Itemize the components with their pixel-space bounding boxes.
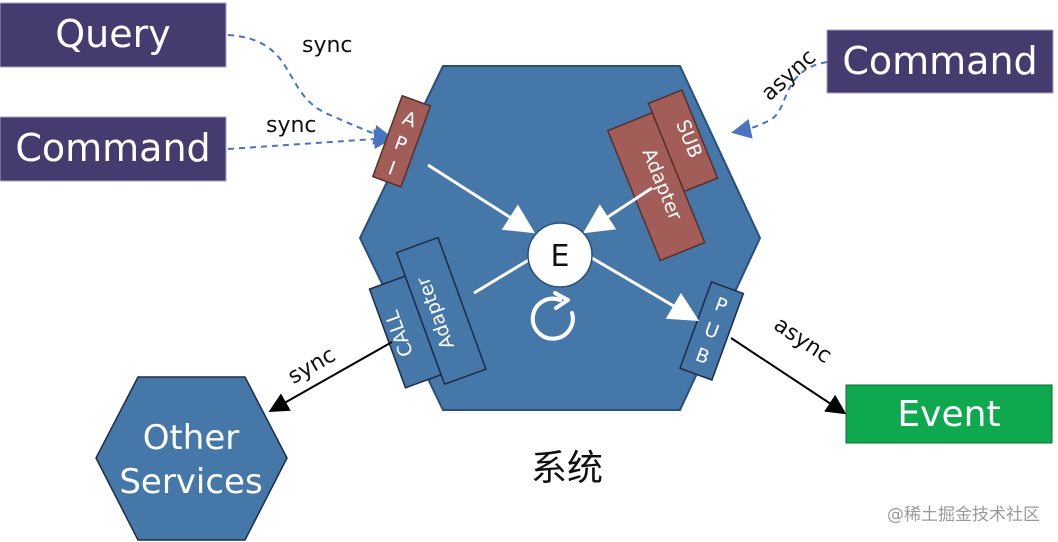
command-sync-label: sync [266,113,317,138]
other-services-line2: Services [119,462,262,502]
command-box-left: Command [0,116,227,182]
api-port: A P I [371,94,432,188]
adapter-to-entity-arrow [582,186,653,234]
query-label: Query [55,12,170,56]
command-sync-edge [227,129,394,150]
command-box-right: Command [826,29,1054,94]
other-services-hexagon [95,376,288,541]
entity-to-pub-arrow [591,256,700,322]
pub-async-label: async [769,312,836,369]
adapter-to-entity-line [473,256,533,295]
query-sync-edge [227,34,394,145]
command-async-label: async [757,45,821,106]
event-box: Event [845,384,1053,444]
entity-circle [527,222,593,288]
call-to-services-edge [268,341,393,412]
command-left-label: Command [15,126,210,170]
call-sync-label: sync [284,343,340,390]
call-adapter-block [395,236,487,386]
pub-to-event-edge [730,337,847,415]
call-adapter-group: CALL Adapter [368,236,487,389]
watermark: @稀土掘金技术社区 [887,505,1040,525]
query-sync-label: sync [302,33,353,58]
entity-label: E [551,239,570,274]
event-label: Event [897,394,1000,435]
sub-adapter-group: Adapter SUB [606,88,719,262]
sub-block [647,88,719,193]
query-box: Query [0,2,227,68]
command-async-edge [731,61,828,139]
refresh-icon [530,291,575,341]
other-services-line1: Other [143,418,240,458]
command-right-label: Command [842,39,1037,83]
pub-port: P U B [678,280,745,381]
api-to-entity-arrow [427,163,536,234]
system-caption: 系统 [531,448,603,489]
